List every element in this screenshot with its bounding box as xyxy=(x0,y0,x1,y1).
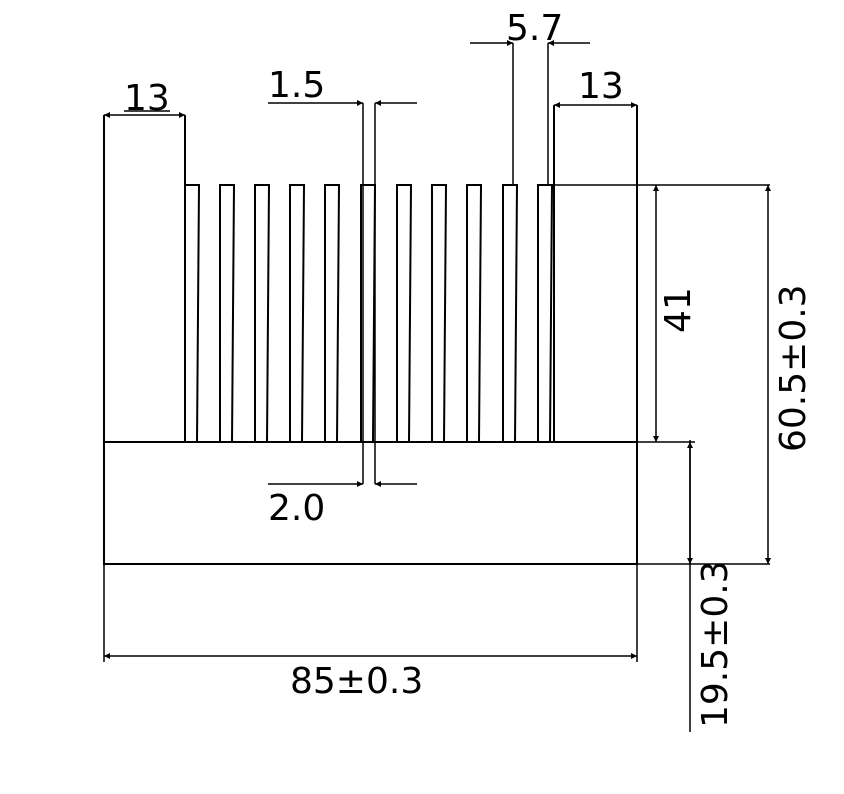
heatsink-profile xyxy=(103,105,638,565)
dim-fin-height: 41 xyxy=(658,287,699,333)
dim-base-height: 19.5±0.3 xyxy=(695,560,736,728)
dim-pitch: 5.7 xyxy=(506,8,563,49)
dim-total-width: 85±0.3 xyxy=(290,661,423,702)
dim-total-height: 60.5±0.3 xyxy=(773,284,814,452)
dim-fin-gap: 2.0 xyxy=(268,488,325,529)
dim-fin-thickness: 1.5 xyxy=(268,65,325,106)
dim-left-wall: 13 xyxy=(124,78,170,119)
dim-right-wall: 13 xyxy=(578,66,624,107)
profile-outline xyxy=(103,184,638,565)
extension-lines xyxy=(103,43,770,732)
dimension-lines xyxy=(104,40,771,659)
